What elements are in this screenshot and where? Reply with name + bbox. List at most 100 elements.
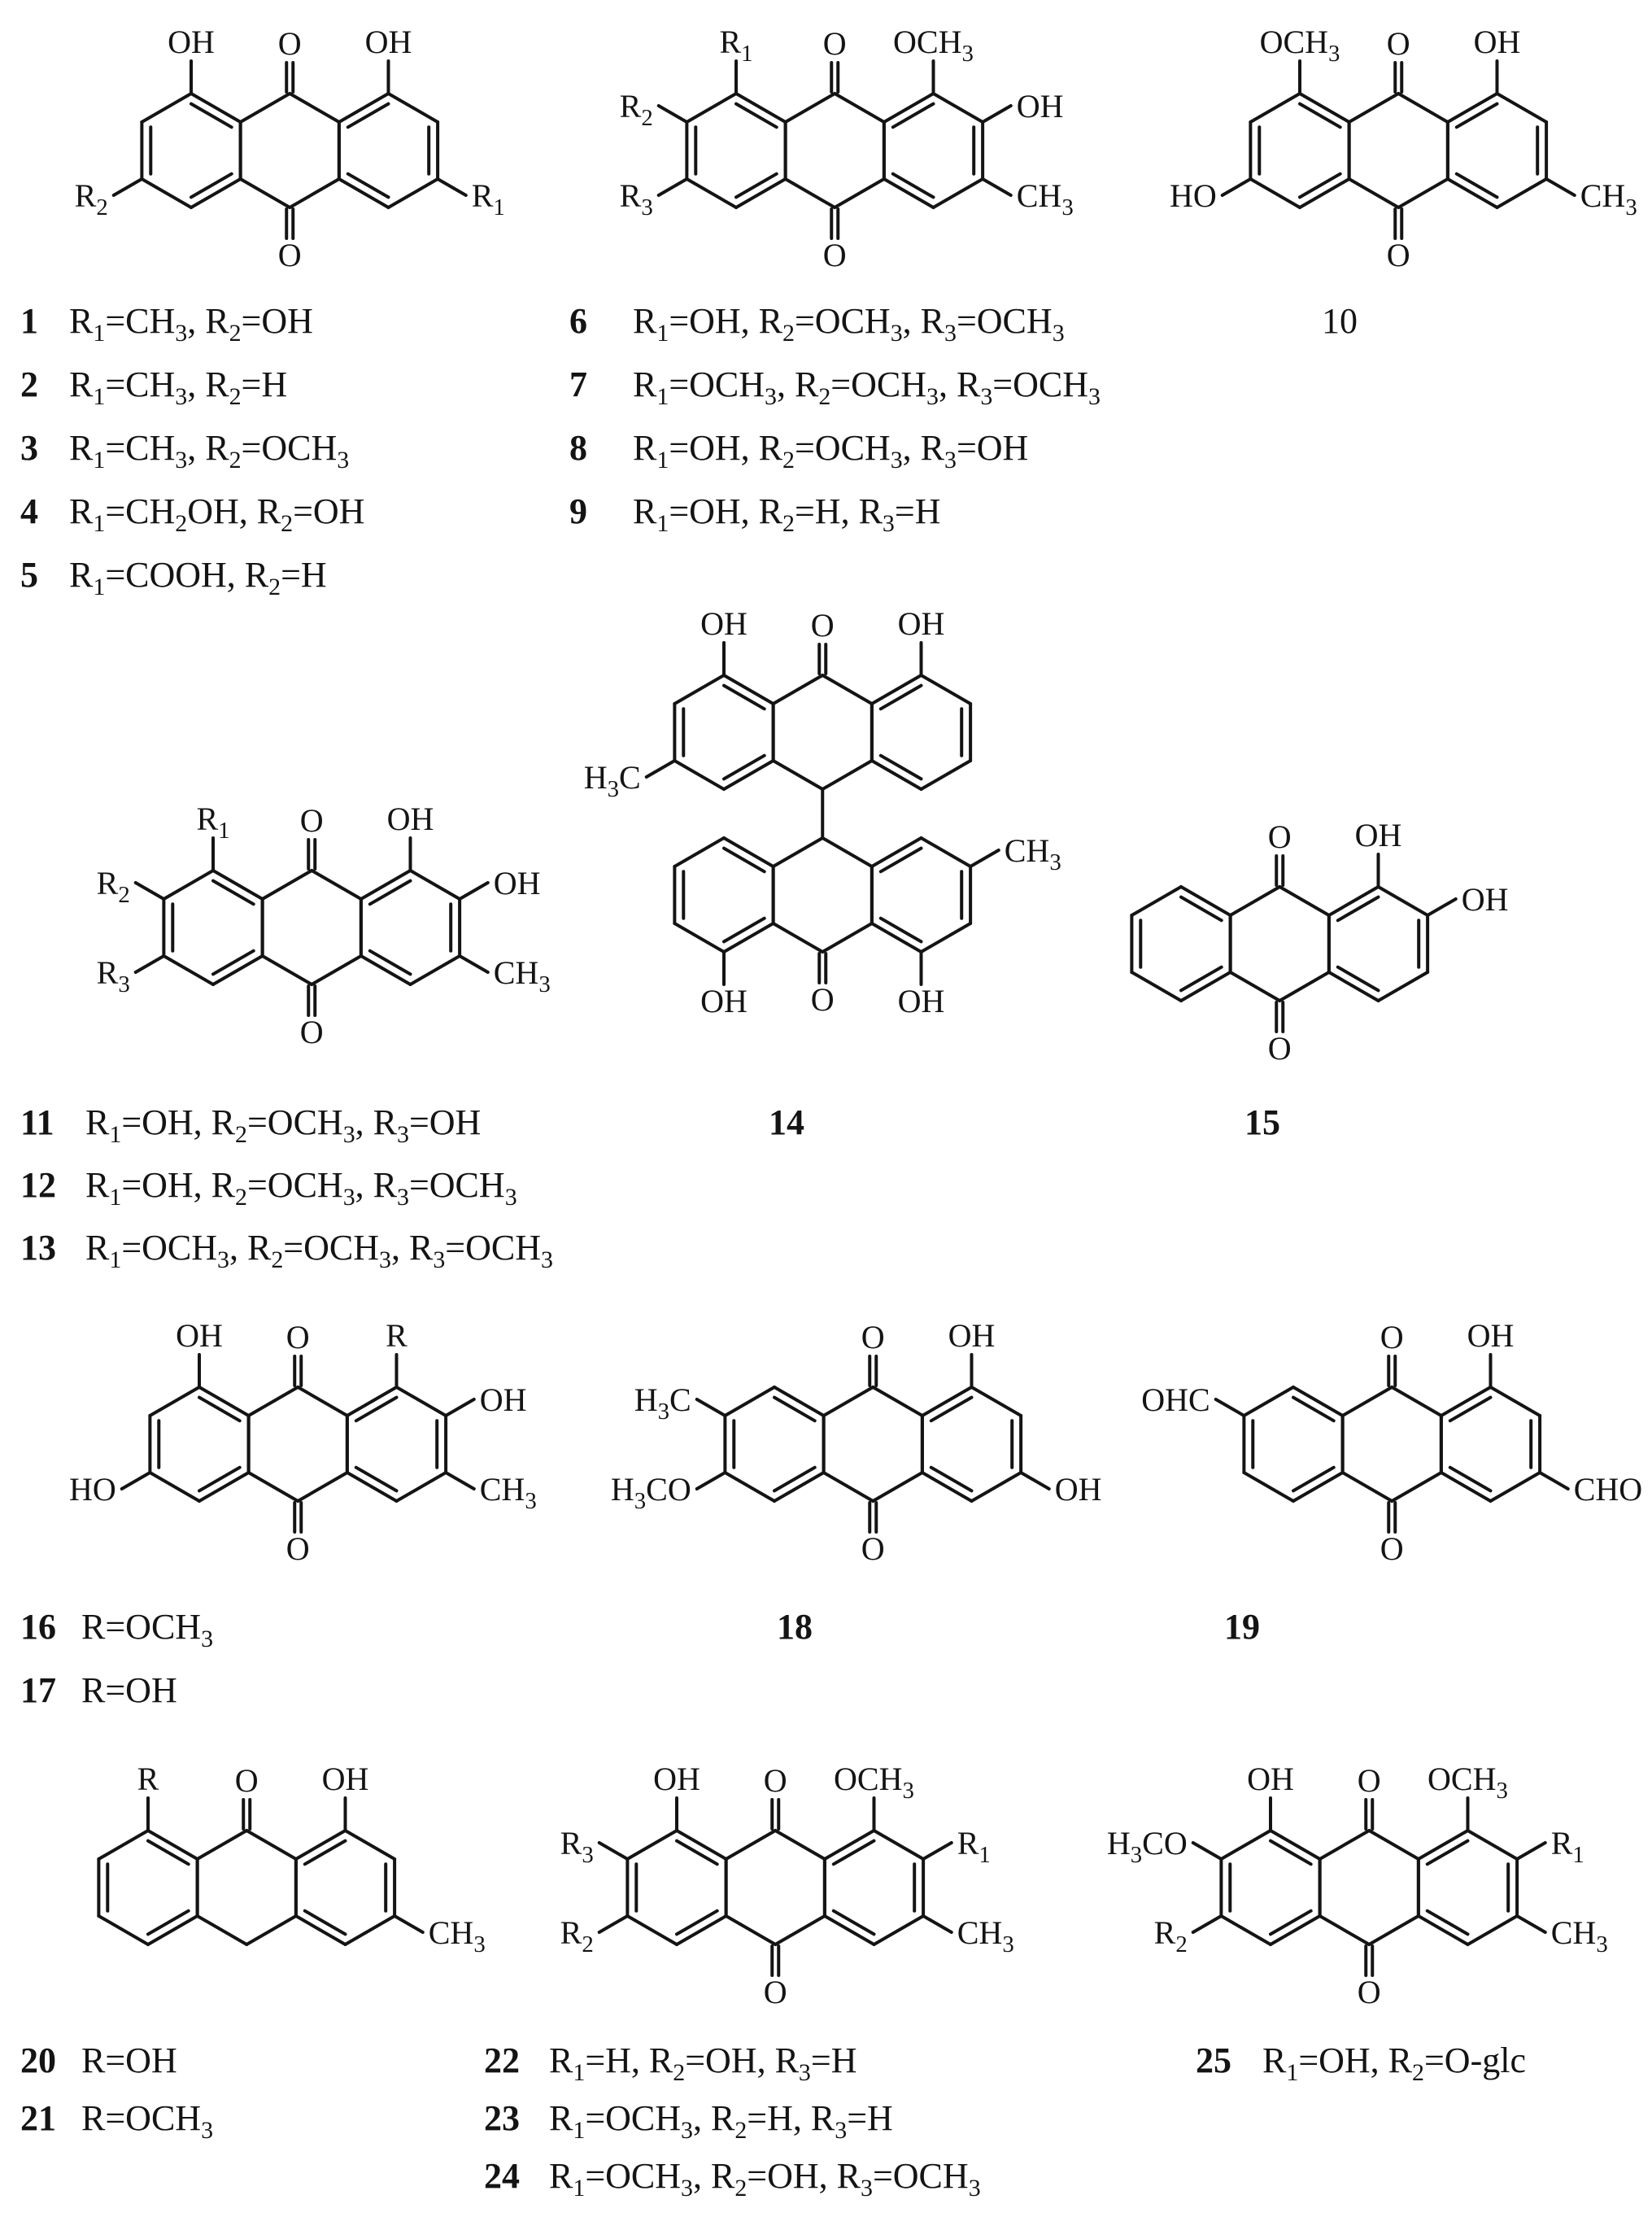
compound-number-label-18: 18 <box>777 1607 813 1647</box>
bond <box>1269 1839 1313 1866</box>
bond <box>1397 92 1449 124</box>
atom-label: H3CO <box>611 1471 691 1514</box>
bond <box>140 177 193 209</box>
bond <box>1454 172 1499 199</box>
bond <box>288 177 341 209</box>
bond <box>354 1465 399 1493</box>
bond <box>734 92 787 124</box>
bond <box>245 1829 298 1861</box>
bond <box>211 954 264 986</box>
atom-label: O <box>1358 1974 1381 2010</box>
bond <box>822 1914 876 1946</box>
atom-label: O <box>1387 237 1410 273</box>
atom-label: R2 <box>1154 1914 1188 1957</box>
compound-number: 12 <box>20 1165 56 1205</box>
bond <box>1327 885 1380 917</box>
bond <box>303 1909 347 1936</box>
bond <box>1269 1829 1322 1861</box>
bond <box>821 922 874 954</box>
compound-substituent-definition: R=OCH3 <box>81 1607 214 1652</box>
bond <box>246 1471 300 1503</box>
bond <box>821 674 874 705</box>
bond <box>878 683 923 711</box>
bond <box>97 1914 150 1946</box>
bond <box>146 1909 190 1936</box>
bond <box>675 1909 719 1936</box>
atom-label: OH <box>1055 1471 1102 1508</box>
bond <box>294 1829 347 1861</box>
bond <box>919 674 973 705</box>
bond <box>1228 885 1282 917</box>
atom-label: R2 <box>97 865 130 908</box>
compound-number: 13 <box>20 1228 56 1268</box>
atom-label: OH <box>700 983 748 1019</box>
bond <box>1495 177 1549 209</box>
atom-label: CH3 <box>1005 832 1061 875</box>
bond <box>970 1386 1023 1417</box>
bond <box>1538 1471 1570 1490</box>
bond <box>1489 1386 1542 1417</box>
bond <box>675 1829 728 1861</box>
compound-number: 1 <box>20 301 38 341</box>
compound-number: 6 <box>569 301 587 341</box>
atom-label: O <box>861 1530 885 1567</box>
bond <box>872 1829 926 1861</box>
compound-number: 24 <box>484 2156 520 2196</box>
atom-label: OH <box>653 1761 700 1797</box>
bond <box>882 177 935 209</box>
atom-label: OH <box>365 24 412 60</box>
bond <box>140 92 193 124</box>
bond <box>722 846 766 874</box>
compound-number: 25 <box>1196 2040 1231 2080</box>
atom-label: O <box>811 981 835 1018</box>
bond <box>831 1909 876 1936</box>
bond <box>1219 1914 1272 1946</box>
bond <box>111 177 144 197</box>
bond <box>695 1471 727 1490</box>
bond <box>310 869 363 901</box>
bond <box>871 1471 924 1503</box>
bond <box>878 846 923 874</box>
bond <box>922 1914 953 1934</box>
bond <box>870 922 923 954</box>
atom-label: CH3 <box>429 1914 486 1957</box>
bond <box>1390 1386 1443 1417</box>
bond <box>1019 1471 1051 1490</box>
bond <box>1298 172 1342 199</box>
bond <box>919 836 973 868</box>
bond <box>1376 885 1430 917</box>
atom-label: HO <box>1170 177 1217 214</box>
bond <box>597 1914 630 1934</box>
atom-label: O <box>300 802 324 839</box>
bond <box>673 836 726 868</box>
bond <box>162 869 215 901</box>
bond <box>822 1829 876 1861</box>
atom-label: OCH3 <box>1428 1761 1508 1804</box>
bond <box>393 1914 425 1934</box>
bond <box>408 954 462 986</box>
bond <box>1439 1386 1493 1417</box>
bond <box>1179 971 1232 1002</box>
bond <box>386 92 440 124</box>
bond <box>1242 1471 1295 1503</box>
bond <box>246 1386 300 1417</box>
bond <box>1179 965 1223 993</box>
bond <box>345 1386 399 1417</box>
bond <box>722 683 766 711</box>
bond <box>346 102 390 129</box>
bond <box>1298 92 1351 124</box>
bond <box>1376 971 1430 1002</box>
atom-label: R1 <box>957 1825 991 1868</box>
atom-label: CH3 <box>1017 177 1074 220</box>
bond <box>981 104 1013 124</box>
